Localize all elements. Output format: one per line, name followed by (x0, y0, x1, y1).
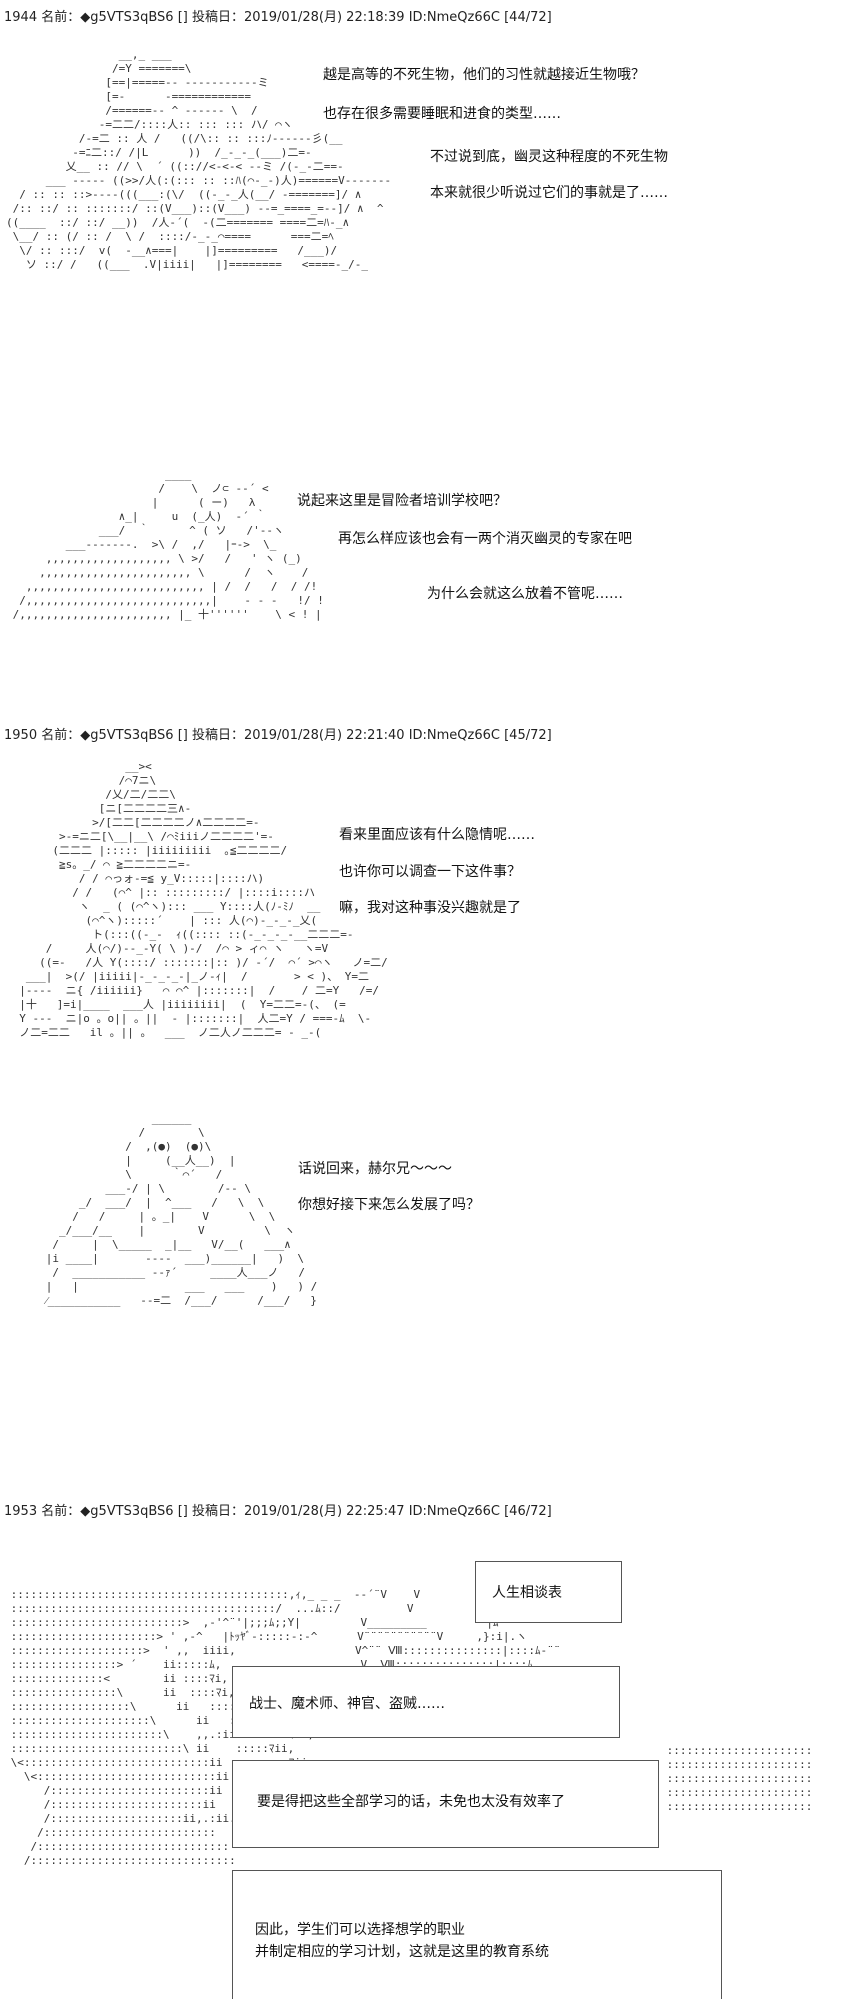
consultation-table-title-box: 人生相谈表 (475, 1561, 622, 1623)
dialogue-line: 你想好接下来怎么发展了吗？ (298, 1197, 480, 1213)
dialogue-line: 嘛，我对这种事没兴趣就是了 (339, 900, 521, 916)
dialogue-line: 说起来这里是冒险者培训学校吧？ (297, 493, 507, 509)
box-text: 人生相谈表 (492, 1585, 562, 1601)
dialogue-line: 话说回来，赫尔兄～～～ (298, 1161, 452, 1177)
post-header: 1944 名前：◆g5VTS3qBS6 [] 投稿日：2019/01/28(月)… (4, 10, 552, 25)
ascii-art-round-face-figure: ______ / \ / ,(●) (●)\ | (__人__) | \ ｀⌒´… (45, 1112, 318, 1307)
box-text: 因此，学生们可以选择想学的职业 (255, 1922, 465, 1938)
ascii-art-dotted-fill: :::::::::::::::::::::: :::::::::::::::::… (666, 1744, 813, 1813)
ascii-art-hooded-figure: __>< /⌒7ニ\ /乂/二/二二\ [ニ[二二二二三∧- >/[二二[二二二… (19, 760, 388, 1039)
dialogue-line: 看来里面应该有什么隐情呢…… (339, 827, 535, 843)
ascii-art-reaching-figure: ____ / \ ノ⊂ --´ < | ( ー) λ ∧_| u (_人) -´… (12, 468, 324, 621)
efficiency-box: 要是得把这些全部学习的话，未免也太没有效率了 (232, 1760, 659, 1848)
classes-box: 战士、魔术师、神官、盗贼…… (232, 1666, 620, 1738)
dialogue-line: 也存在很多需要睡眠和进食的类型…… (323, 106, 561, 122)
dialogue-line: 越是高等的不死生物，他们的习性就越接近生物哦？ (323, 67, 645, 83)
dialogue-line: 为什么会就这么放着不管呢…… (427, 586, 623, 602)
post-header: 1950 名前：◆g5VTS3qBS6 [] 投稿日：2019/01/28(月)… (4, 728, 552, 743)
box-text: 并制定相应的学习计划，这就是这里的教育系统 (255, 1944, 549, 1960)
dialogue-line: 本来就很少听说过它们的事就是了…… (430, 185, 668, 201)
box-text: 战士、魔术师、神官、盗贼…… (249, 1696, 445, 1712)
ascii-art-robed-figure: __,_ ___ /=Y =======\ [==|=====-- ------… (6, 48, 392, 271)
box-text: 要是得把这些全部学习的话，未免也太没有效率了 (257, 1794, 565, 1810)
dialogue-line: 也许你可以调查一下这件事？ (339, 864, 521, 880)
dialogue-line: 不过说到底，幽灵这种程度的不死生物 (430, 149, 668, 165)
post-header: 1953 名前：◆g5VTS3qBS6 [] 投稿日：2019/01/28(月)… (4, 1504, 552, 1519)
ascii-art-dotted-scene: ::::::::::::::::::::::::::::::::::::::::… (10, 1588, 561, 1867)
dialogue-line: 再怎么样应该也会有一两个消灭幽灵的专家在吧 (338, 531, 632, 547)
education-system-box: 因此，学生们可以选择想学的职业 并制定相应的学习计划，这就是这里的教育系统 (232, 1870, 722, 1999)
